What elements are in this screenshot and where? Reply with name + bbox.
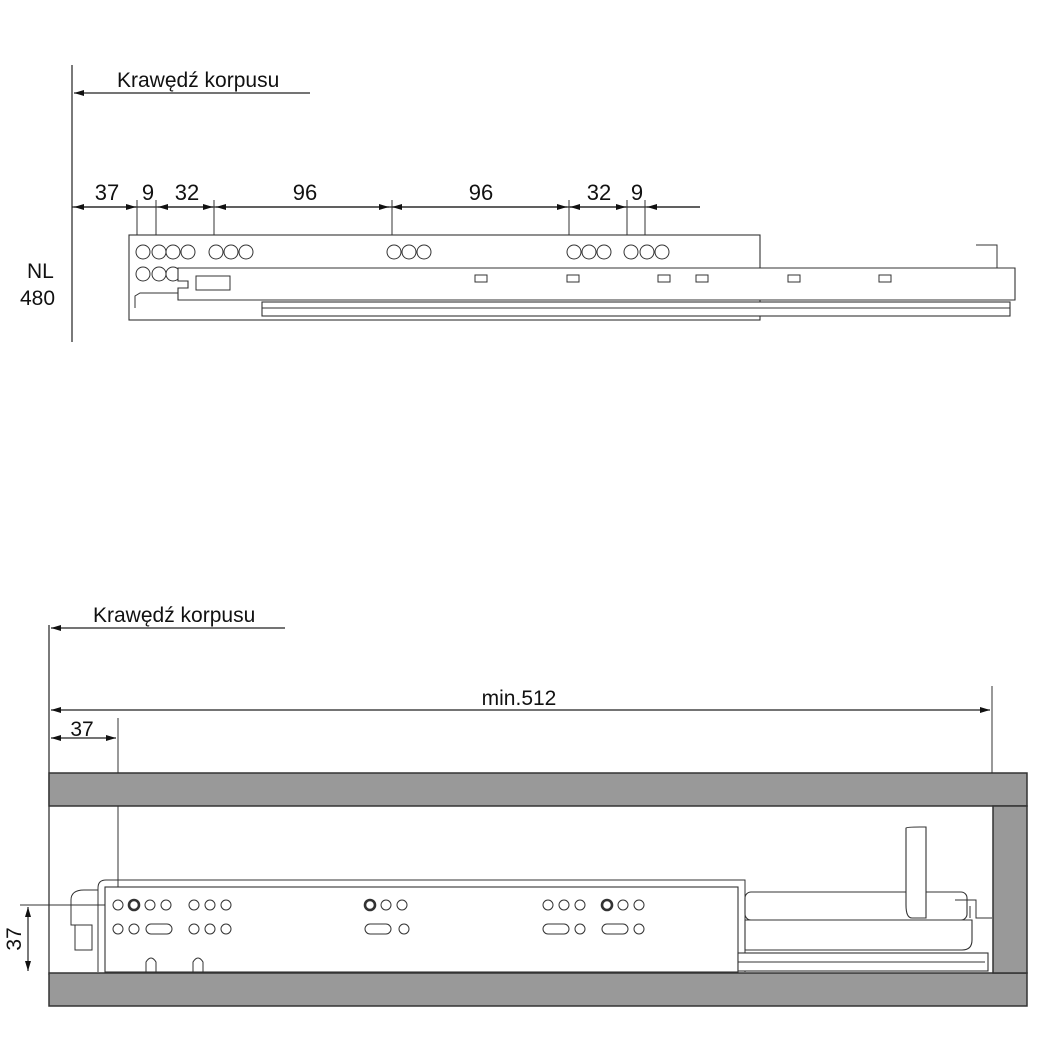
- cabinet-bottom-panel: [48, 972, 1028, 1007]
- dimension-chain: 37 9 32 96 96 32 9: [72, 180, 700, 252]
- min-depth-label: min.512: [482, 687, 557, 710]
- dim-9: 9: [142, 180, 154, 205]
- edge-label-2: Krawędź korpusu: [93, 604, 255, 627]
- cabinet-back-panel: [992, 805, 1028, 974]
- dim-32: 32: [175, 180, 199, 205]
- cabinet-top-panel: [48, 772, 1028, 807]
- top-view: Krawędź korpusu NL 480 37 9 32 96 96 32 …: [20, 65, 1016, 342]
- height-offset-label: 37: [3, 927, 26, 950]
- nl-value: 480: [20, 287, 55, 310]
- nl-label: NL: [27, 260, 54, 283]
- side-view: Krawędź korpusu min.512 37 37: [3, 604, 1028, 1007]
- drawer-member: [134, 244, 1016, 317]
- dim-9-b: 9: [631, 180, 643, 205]
- dim-96-b: 96: [469, 180, 493, 205]
- front-offset-label: 37: [70, 718, 93, 741]
- slide-assembly: [70, 826, 992, 973]
- dim-32-b: 32: [587, 180, 611, 205]
- edge-label: Krawędź korpusu: [117, 69, 279, 92]
- dim-37: 37: [95, 180, 119, 205]
- dim-96-a: 96: [293, 180, 317, 205]
